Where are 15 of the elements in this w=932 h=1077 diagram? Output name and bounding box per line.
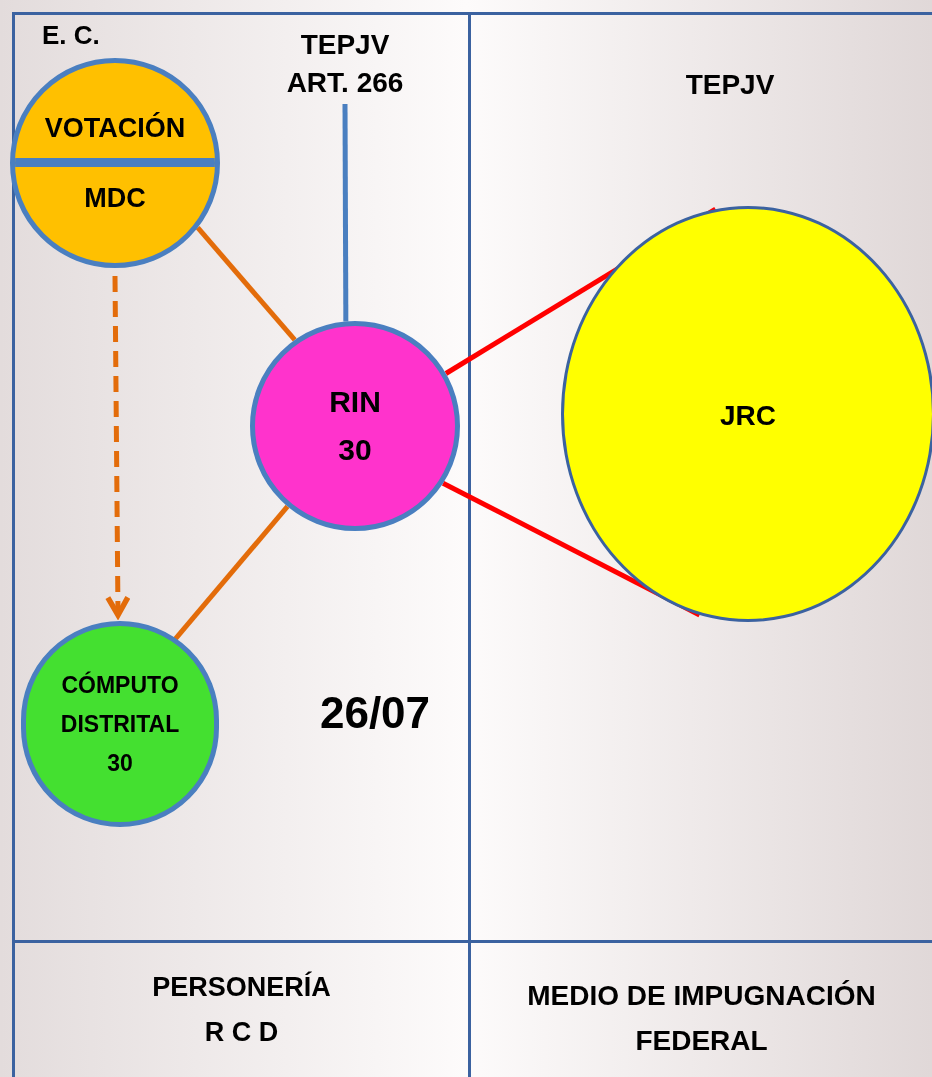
cell-text: PERSONERÍA R C D — [151, 970, 332, 1049]
date-text: 26/07 — [318, 687, 432, 739]
caption-text: E. C. — [42, 19, 100, 52]
column-heading: TEPJV — [684, 68, 776, 102]
circle-label: RIN 30 — [328, 384, 382, 468]
circle-label: JRC — [720, 399, 776, 433]
cell-text: MEDIO DE IMPUGNACIÓN FEDERAL — [526, 979, 877, 1058]
circle-label: CÓMPUTO DISTRITAL 30 — [59, 670, 181, 778]
heading-text: TEPJV ART. 266 — [285, 28, 405, 100]
arrow — [105, 275, 131, 618]
circle-label: MDC — [83, 182, 147, 215]
connector-line — [195, 226, 297, 342]
connector-line — [342, 104, 349, 322]
circle-label: VOTACIÓN — [43, 111, 187, 145]
connector-line — [172, 504, 290, 642]
